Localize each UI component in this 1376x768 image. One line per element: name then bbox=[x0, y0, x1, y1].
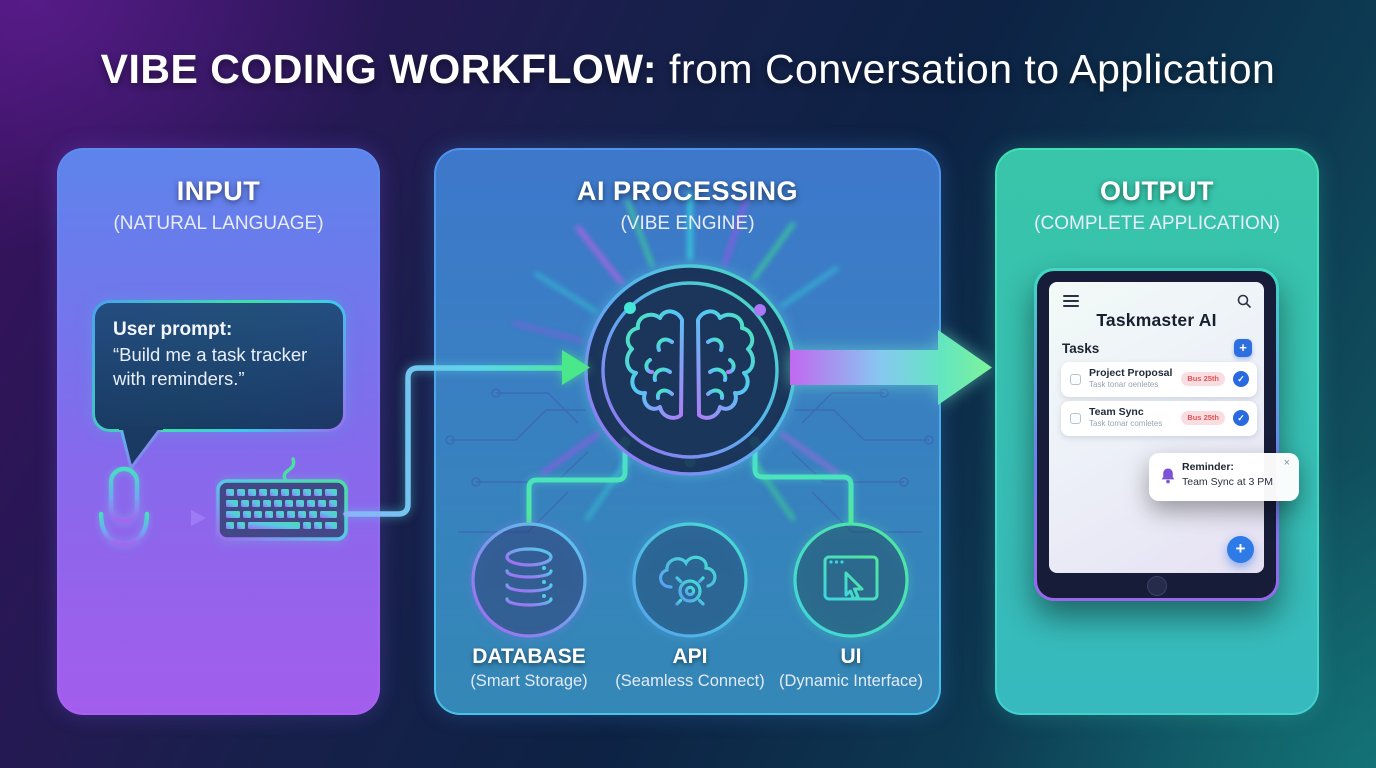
api-node-label: API (Seamless Connect) bbox=[615, 645, 765, 690]
due-badge: Bus 25th bbox=[1181, 411, 1225, 425]
add-task-button[interactable]: + bbox=[1234, 339, 1252, 357]
input-panel: INPUT (NATURAL LANGUAGE) User prompt: “B… bbox=[57, 148, 380, 715]
ui-node-icon bbox=[793, 522, 909, 638]
bell-icon bbox=[1161, 468, 1175, 484]
fab-add-button[interactable]: + bbox=[1227, 536, 1254, 563]
user-prompt-text: “Build me a task tracker with reminders.… bbox=[113, 344, 308, 389]
microphone-icon bbox=[98, 466, 150, 564]
task-subtitle: Task tonar oenletes bbox=[1089, 380, 1159, 389]
task-complete-toggle[interactable]: ✓ bbox=[1233, 371, 1249, 387]
tablet-device: Taskmaster AI Tasks + Project Proposal T… bbox=[1034, 268, 1279, 601]
ui-node-label: UI (Dynamic Interface) bbox=[779, 645, 923, 690]
ai-panel-title: AI PROCESSING bbox=[576, 176, 799, 206]
task-card: Project Proposal Task tonar oenletes Bus… bbox=[1061, 362, 1257, 397]
database-node-icon bbox=[471, 522, 587, 638]
task-checkbox[interactable] bbox=[1070, 413, 1081, 424]
task-checkbox[interactable] bbox=[1070, 374, 1081, 385]
task-title: Team Sync bbox=[1089, 406, 1144, 418]
keyboard-icon bbox=[216, 457, 348, 541]
reminder-notification: Reminder: Team Sync at 3 PM × bbox=[1149, 453, 1299, 501]
reminder-label: Reminder: bbox=[1182, 461, 1234, 473]
output-panel: OUTPUT (COMPLETE APPLICATION) Taskmaster… bbox=[995, 148, 1319, 715]
task-card: Team Sync Task tomar comletes Bus 25th ✓ bbox=[1061, 401, 1257, 436]
speech-bubble-tail bbox=[119, 426, 163, 470]
page-title-regular: from Conversation to Application bbox=[669, 46, 1276, 92]
app-screen: Taskmaster AI Tasks + Project Proposal T… bbox=[1049, 282, 1264, 573]
mic-to-keyboard-arrow-icon bbox=[155, 510, 206, 526]
page-title-bold: VIBE CODING WORKFLOW: bbox=[100, 46, 658, 92]
ai-processing-panel: AI PROCESSING (VIBE ENGINE) bbox=[434, 148, 941, 715]
output-panel-subtitle: (COMPLETE APPLICATION) bbox=[1034, 213, 1280, 234]
task-title: Project Proposal bbox=[1089, 367, 1173, 379]
task-complete-toggle[interactable]: ✓ bbox=[1233, 410, 1249, 426]
due-badge: Bus 25th bbox=[1181, 372, 1225, 386]
app-title: Taskmaster AI bbox=[1096, 310, 1217, 330]
notification-close-icon[interactable]: × bbox=[1283, 457, 1290, 469]
database-node-label: DATABASE (Smart Storage) bbox=[470, 645, 588, 690]
hamburger-menu-icon[interactable] bbox=[1063, 295, 1079, 310]
input-panel-title: INPUT bbox=[176, 176, 261, 206]
tablet-home-button[interactable] bbox=[1147, 576, 1167, 596]
output-panel-title: OUTPUT bbox=[1100, 176, 1214, 206]
user-prompt-bubble: User prompt: “Build me a task tracker wi… bbox=[92, 300, 346, 432]
task-subtitle: Task tomar comletes bbox=[1089, 419, 1163, 428]
user-prompt-label: User prompt: bbox=[113, 319, 233, 340]
ai-panel-subtitle: (VIBE ENGINE) bbox=[620, 213, 755, 234]
tasks-section-label: Tasks bbox=[1062, 341, 1100, 356]
api-node-icon bbox=[632, 522, 748, 638]
input-panel-subtitle: (NATURAL LANGUAGE) bbox=[113, 213, 324, 234]
page-title: VIBE CODING WORKFLOW:from Conversation t… bbox=[0, 46, 1376, 93]
search-icon[interactable] bbox=[1236, 293, 1252, 309]
ai-brain-core bbox=[584, 264, 796, 476]
reminder-text: Team Sync at 3 PM bbox=[1182, 476, 1274, 488]
